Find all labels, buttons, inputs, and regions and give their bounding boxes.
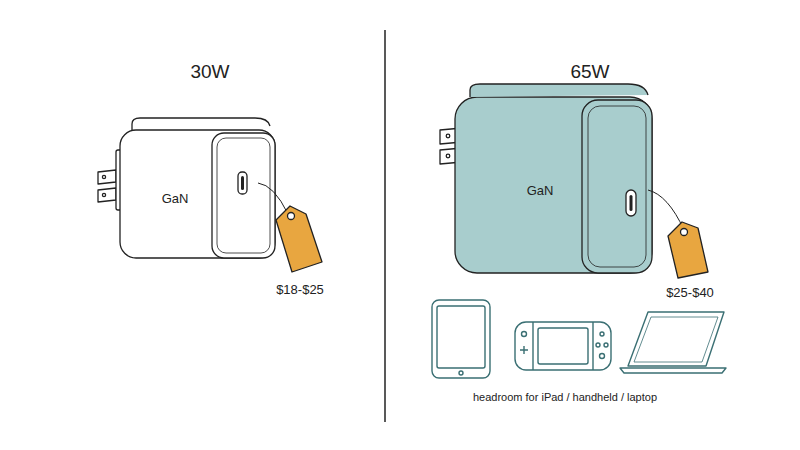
device-icons <box>432 300 726 378</box>
charger-body: GaN <box>460 102 580 270</box>
charger-65w <box>440 84 708 278</box>
chip-label: GaN <box>162 191 189 206</box>
price-label: $25-$40 <box>666 285 714 300</box>
wattage-heading: 65W <box>570 61 609 83</box>
charger-body: GaN <box>124 134 210 256</box>
wattage-heading: 30W <box>190 61 229 83</box>
price-label: $18-$25 <box>276 282 324 297</box>
note-text: headroom for iPad / handheld / laptop <box>473 391 657 403</box>
chip-label: GaN <box>527 183 554 198</box>
divider-line <box>384 30 386 422</box>
charger-30w <box>98 118 322 272</box>
